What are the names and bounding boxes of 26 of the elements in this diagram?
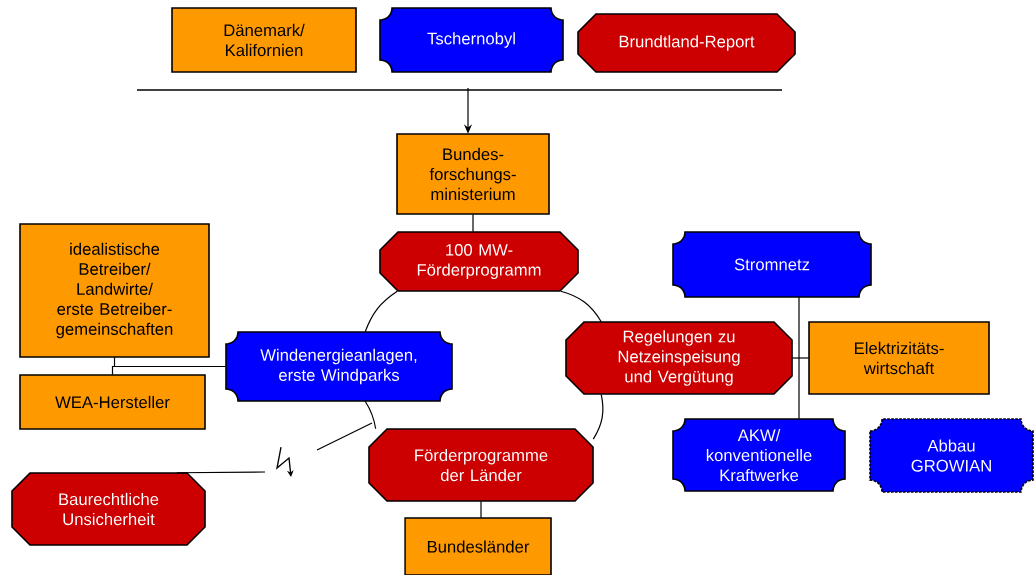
connector — [364, 290, 398, 333]
manufacturer-box: WEA-Hersteller — [19, 374, 206, 430]
state-box: Bundesländer — [404, 517, 552, 575]
connector — [111, 365, 227, 376]
connector — [798, 296, 800, 420]
connector — [560, 290, 602, 323]
operator-box: idealistische Betreiber/ Landwirte/ erste Betreiber- gemeinschaften — [19, 223, 210, 358]
connector — [364, 400, 377, 430]
program-octagon: 100 MW- Förderprogramm — [379, 231, 579, 292]
connector — [791, 357, 810, 359]
regulation-octagon: Regelungen zu Netzeinspeisung und Vergütung — [565, 321, 793, 395]
connector — [592, 393, 604, 440]
grid-box: Stromnetz — [672, 231, 872, 298]
report-octagon: Brundtland-Report — [577, 13, 796, 73]
connector — [472, 213, 474, 233]
connector — [176, 422, 373, 474]
program-octagon: Förderprogramme der Länder — [368, 428, 594, 502]
power-plant-box: AKW/ konventionelle Kraftwerke — [672, 418, 846, 492]
connector — [480, 500, 482, 519]
event-box: Tschernobyl — [379, 7, 564, 73]
uncertainty-octagon: Baurechtliche Unsicherheit — [11, 472, 206, 546]
utility-box: Elektrizitäts- wirtschaft — [808, 321, 990, 395]
windpark-box: Windenergieanlagen, erste Windparks — [225, 331, 453, 402]
dismantling-box: Abbau GROWIAN — [869, 418, 1034, 493]
country-box: Dänemark/ Kalifornien — [171, 7, 357, 73]
ministry-box: Bundes- forschungs- ministerium — [396, 133, 550, 215]
